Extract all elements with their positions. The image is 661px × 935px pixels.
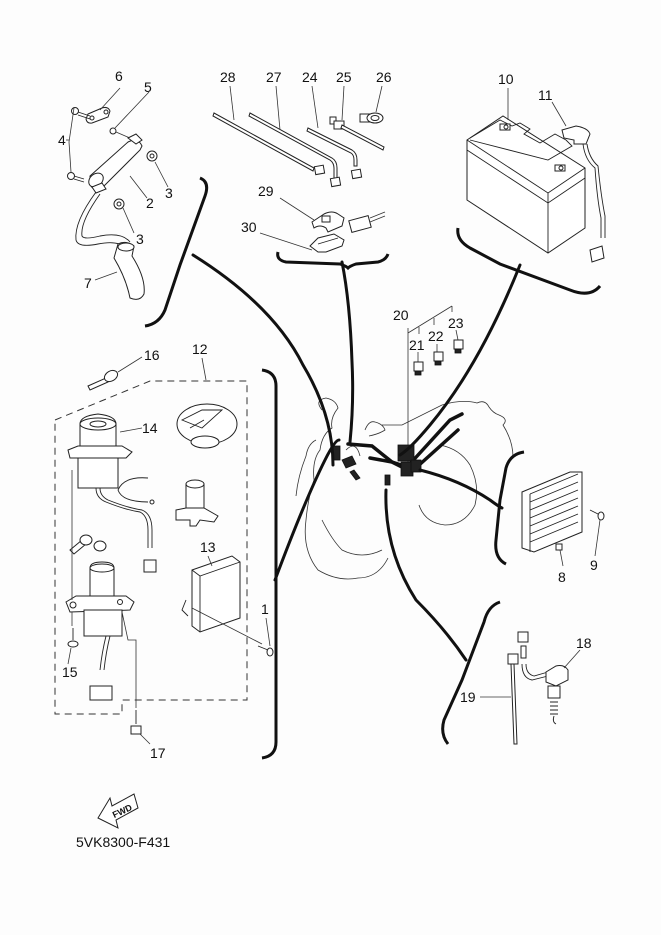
callout-6: 6 <box>115 68 123 84</box>
bolt-part[interactable] <box>67 172 85 183</box>
leader-curve <box>273 438 341 582</box>
wire-harness-part[interactable] <box>331 412 464 486</box>
group-brace <box>494 450 525 566</box>
callout-26: 26 <box>376 69 392 85</box>
callout-3: 3 <box>165 185 173 201</box>
bolt-part[interactable] <box>589 509 605 521</box>
clamp-part[interactable] <box>329 116 385 151</box>
callout-17: 17 <box>150 745 166 761</box>
band-part[interactable] <box>306 127 363 180</box>
group-brace <box>456 227 602 295</box>
rectifier-group: 8 9 <box>494 450 605 585</box>
cdi-unit-part[interactable] <box>181 555 241 633</box>
spark-plug-cap-part[interactable] <box>113 241 145 300</box>
callout-20: 20 <box>393 307 409 323</box>
group-brace <box>276 251 390 271</box>
battery-part[interactable] <box>466 115 586 254</box>
fuse-part[interactable] <box>413 361 424 376</box>
callout-29: 29 <box>258 183 274 199</box>
callout-11: 11 <box>538 87 553 103</box>
brake-switch-group: 18 19 <box>441 600 592 745</box>
cover-part[interactable] <box>311 211 345 233</box>
group-brace <box>441 600 501 745</box>
ignition-coil-group: 6 5 4 3 2 3 7 <box>58 68 209 328</box>
callout-16: 16 <box>144 347 160 363</box>
callout-21: 21 <box>409 337 425 353</box>
battery-group: 10 11 <box>456 71 606 295</box>
leader-curve <box>418 468 504 510</box>
screw-part[interactable] <box>67 628 79 648</box>
callout-13: 13 <box>200 539 216 555</box>
fuse-part[interactable] <box>433 351 444 366</box>
callout-5: 5 <box>144 79 152 95</box>
rectifier-regulator-part[interactable] <box>521 471 583 553</box>
harness-ties-group: 28 27 24 25 26 29 30 <box>212 69 392 271</box>
circlip-part[interactable] <box>117 477 149 503</box>
callout-23: 23 <box>448 315 464 331</box>
main-switch-part[interactable] <box>67 413 133 489</box>
band-part[interactable] <box>507 653 519 745</box>
callout-19: 19 <box>460 689 476 705</box>
callout-30: 30 <box>241 219 257 235</box>
ignition-coil-part[interactable] <box>86 133 143 194</box>
band-part[interactable] <box>212 112 326 176</box>
callout-1: 1 <box>261 601 269 617</box>
clamp-part[interactable] <box>359 112 384 124</box>
callout-12: 12 <box>192 341 208 357</box>
callout-2: 2 <box>146 195 154 211</box>
group-brace <box>144 176 209 328</box>
fuel-cap-part[interactable] <box>176 403 238 449</box>
band-part[interactable] <box>248 112 342 188</box>
fuse-part[interactable] <box>453 339 464 354</box>
callout-8: 8 <box>558 569 566 585</box>
brake-switch-part[interactable] <box>517 631 569 725</box>
wire-harness-group: 20 21 22 23 <box>393 305 464 463</box>
leader-curve <box>191 253 335 467</box>
cover-part[interactable] <box>309 233 345 253</box>
connector-part[interactable] <box>348 211 386 233</box>
key-part[interactable] <box>87 368 120 391</box>
seat-lock-part[interactable] <box>175 479 219 527</box>
callout-14: 14 <box>142 420 158 436</box>
fwd-arrow-icon <box>97 793 139 829</box>
callout-9: 9 <box>590 557 598 573</box>
callout-18: 18 <box>576 635 592 651</box>
callout-28: 28 <box>220 69 236 85</box>
leader-curve <box>398 263 522 457</box>
callout-27: 27 <box>266 69 282 85</box>
group-brace <box>261 368 278 760</box>
grommet-part[interactable] <box>113 198 125 210</box>
callout-4: 4 <box>58 132 66 148</box>
callout-10: 10 <box>498 71 514 87</box>
battery-lead-part[interactable] <box>561 125 606 263</box>
bolt-part[interactable] <box>130 710 142 735</box>
drawing-code: 5VK8300-F431 <box>76 834 170 850</box>
motorcycle-outline <box>295 397 514 580</box>
callout-15: 15 <box>62 664 78 680</box>
callout-25: 25 <box>336 69 352 85</box>
bolt-part[interactable] <box>257 645 274 657</box>
leader-curve <box>384 488 468 662</box>
grommet-part[interactable] <box>146 150 158 162</box>
steering-lock-part[interactable] <box>65 534 135 701</box>
leader-curve <box>340 260 355 444</box>
lock-set-outline <box>54 380 248 715</box>
lock-set-group: 12 16 14 <box>54 341 278 761</box>
fwd-arrow: FWD <box>97 793 139 829</box>
callout-7: 7 <box>84 275 92 291</box>
callout-22: 22 <box>428 328 444 344</box>
callout-24: 24 <box>302 69 318 85</box>
washer-part[interactable] <box>109 127 117 135</box>
callout-3b: 3 <box>136 231 144 247</box>
